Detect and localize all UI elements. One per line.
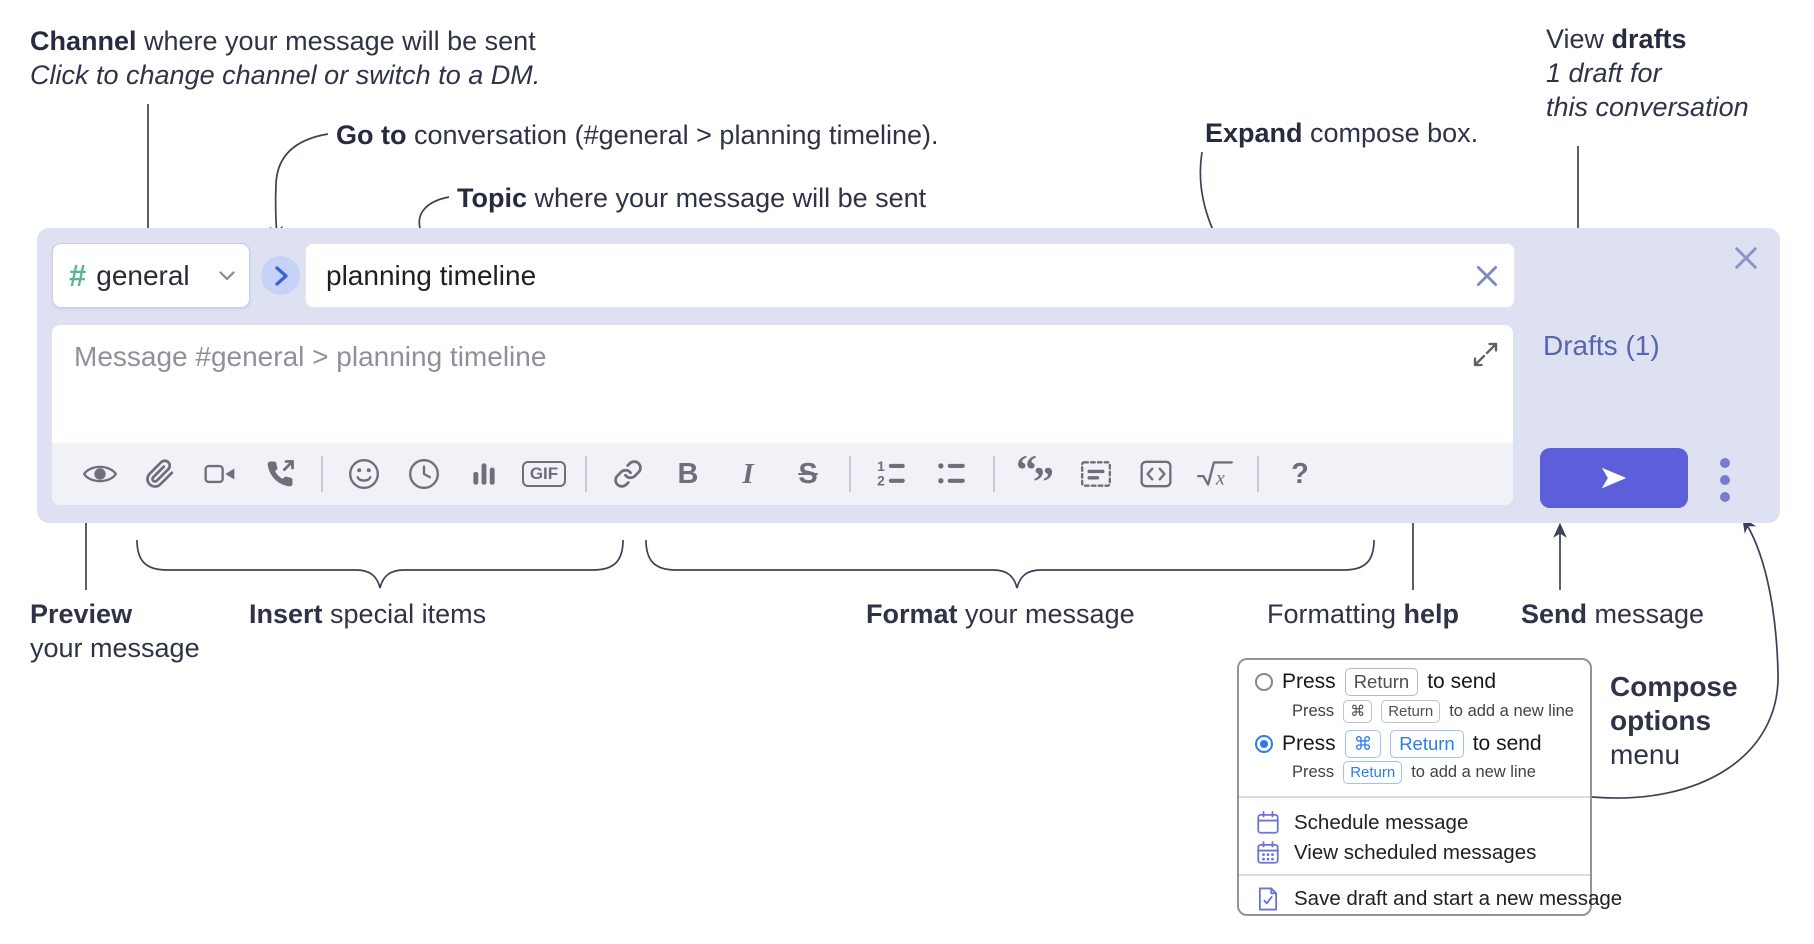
quote-icon[interactable]: “” (1006, 443, 1066, 505)
voice-call-icon[interactable] (250, 443, 310, 505)
callout-topic: Topic where your message will be sent (457, 183, 927, 213)
label-preview: Preview your message (30, 599, 200, 663)
toolbar-divider (1257, 456, 1259, 492)
calendar-icon (1257, 811, 1279, 834)
send-button[interactable] (1540, 448, 1688, 508)
toolbar-divider (321, 456, 323, 492)
radio-selected-icon[interactable] (1255, 735, 1273, 753)
kbd-return: Return (1390, 730, 1464, 758)
time-clock-icon[interactable] (394, 443, 454, 505)
link-icon[interactable] (598, 443, 658, 505)
callout-view-drafts: View drafts 1 draft for this conversatio… (1546, 24, 1749, 122)
close-compose-button[interactable] (1732, 244, 1760, 277)
toolbar-divider (993, 456, 995, 492)
label-formatting-help: Formatting help (1267, 599, 1460, 629)
close-icon (1735, 247, 1757, 269)
menu-item-view-scheduled[interactable]: View scheduled messages (1255, 840, 1536, 866)
menu-option-return-to-send[interactable]: Press Return to send (1255, 668, 1496, 696)
channel-hash-icon: # (69, 258, 87, 293)
formatting-help-icon[interactable]: ? (1291, 457, 1309, 490)
bulleted-list-icon[interactable] (922, 443, 982, 505)
message-placeholder: Message #general > planning timeline (74, 341, 547, 372)
svg-text:2: 2 (877, 473, 885, 489)
radio-unselected-icon[interactable] (1255, 673, 1273, 691)
attach-paperclip-icon[interactable] (130, 443, 190, 505)
kbd-return: Return (1343, 761, 1403, 784)
menu-option-cmd-return-sub: Press Return to add a new line (1292, 761, 1536, 784)
gif-icon[interactable]: GIF (514, 443, 574, 505)
menu-divider (1239, 796, 1590, 798)
topic-value: planning timeline (326, 259, 537, 291)
kbd-cmd: ⌘ (1343, 700, 1373, 723)
label-format: Format your message (866, 599, 1135, 629)
callout-goto: Go to conversation (#general > planning … (336, 120, 939, 150)
go-to-conversation-button[interactable] (261, 256, 300, 295)
expand-diagonal-icon (1473, 342, 1498, 367)
svg-text:x: x (1215, 468, 1225, 490)
menu-divider (1239, 874, 1590, 876)
kbd-cmd: ⌘ (1344, 730, 1382, 758)
compose-box: # general planning timeline Message #gen… (37, 228, 1780, 523)
send-paper-plane-icon (1601, 467, 1627, 489)
svg-text:”: ” (1033, 460, 1054, 492)
preview-eye-icon[interactable] (70, 443, 130, 505)
menu-item-save-draft[interactable]: Save draft and start a new message (1255, 886, 1622, 912)
spoiler-icon[interactable] (1066, 443, 1126, 505)
drafts-link[interactable]: Drafts (1) (1543, 330, 1660, 361)
compose-options-button[interactable] (1720, 458, 1730, 502)
italic-icon[interactable]: I (742, 457, 754, 490)
poll-bar-chart-icon[interactable] (454, 443, 514, 505)
strikethrough-icon[interactable]: S (798, 457, 818, 490)
bold-icon[interactable]: B (677, 457, 699, 490)
svg-text:1: 1 (877, 458, 885, 474)
callout-channel: Channel where your message will be sent … (30, 26, 541, 90)
kbd-return: Return (1344, 668, 1419, 696)
menu-option-return-sub: Press ⌘ Return to add a new line (1292, 700, 1574, 723)
callout-expand: Expand compose box. (1205, 118, 1479, 148)
channel-name: general (96, 259, 190, 291)
label-send: Send message (1521, 599, 1705, 629)
clear-topic-icon[interactable] (1474, 263, 1500, 289)
menu-option-cmd-return-to-send[interactable]: Press ⌘ Return to send (1255, 730, 1542, 758)
compose-options-menu: Press Return to send Press ⌘ Return to a… (1237, 658, 1622, 916)
message-input-area[interactable]: Message #general > planning timeline (52, 325, 1513, 505)
code-icon[interactable] (1126, 443, 1186, 505)
toolbar-divider (585, 456, 587, 492)
label-insert: Insert special items (249, 599, 487, 629)
menu-item-schedule-message[interactable]: Schedule message (1255, 810, 1468, 836)
label-compose-options: Compose options menu (1610, 671, 1738, 770)
math-icon[interactable]: x (1186, 443, 1246, 505)
calendar-grid-icon (1257, 841, 1279, 864)
toolbar-divider (849, 456, 851, 492)
svg-text:“: “ (1016, 456, 1037, 492)
channel-selector[interactable]: # general (52, 243, 250, 308)
video-call-icon[interactable] (190, 443, 250, 505)
expand-compose-button[interactable] (1472, 341, 1499, 373)
chevron-right-icon (274, 265, 288, 286)
kbd-return: Return (1381, 700, 1441, 723)
chevron-down-icon (219, 270, 235, 280)
topic-input[interactable]: planning timeline (305, 243, 1515, 308)
save-draft-icon (1258, 887, 1278, 911)
emoji-smiley-icon[interactable] (334, 443, 394, 505)
